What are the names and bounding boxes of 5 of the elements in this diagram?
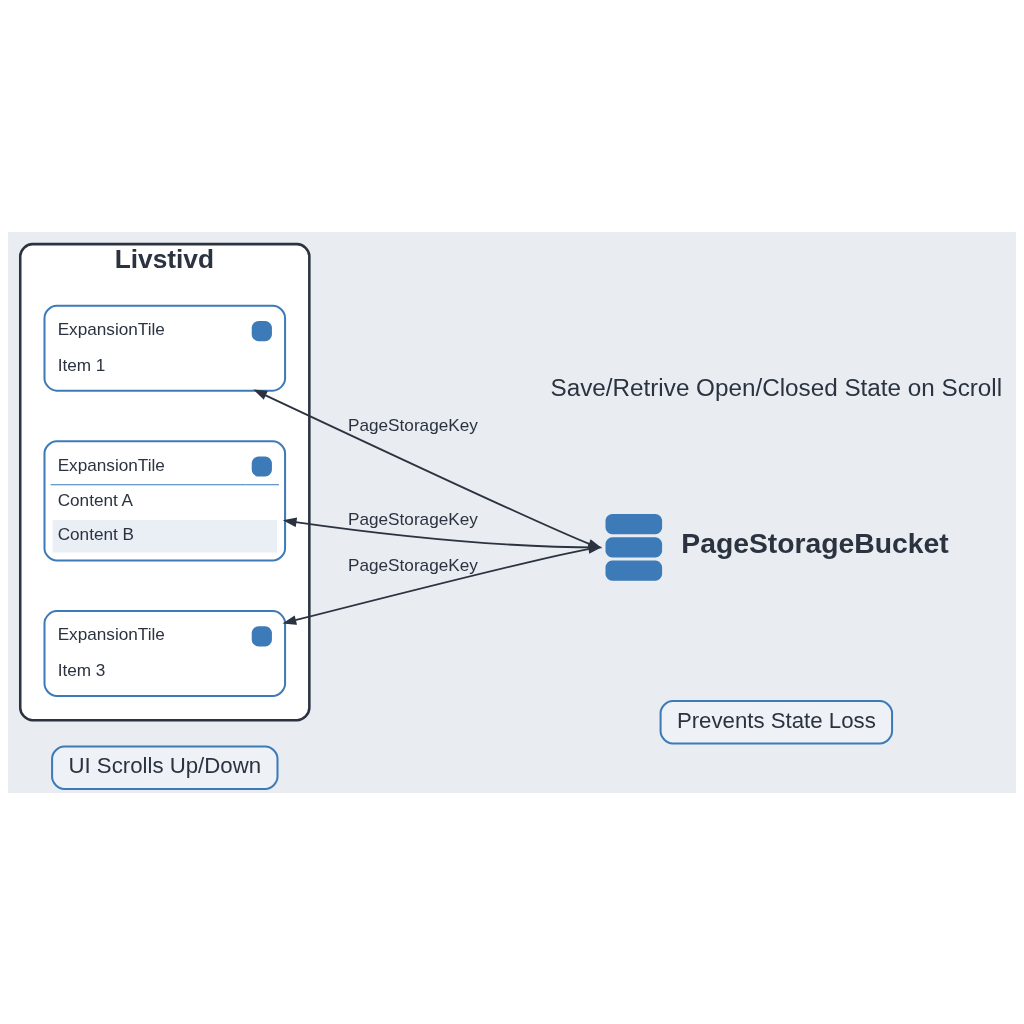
- node-label: PageStorageBucket: [681, 526, 949, 559]
- edge-label: PageStorageKey: [348, 554, 478, 575]
- label: Save/Retrive Open/Closed State on Scroll: [550, 373, 1003, 401]
- edge-label: PageStorageKey: [348, 414, 478, 435]
- edge-label: PageStorageKey: [348, 508, 478, 529]
